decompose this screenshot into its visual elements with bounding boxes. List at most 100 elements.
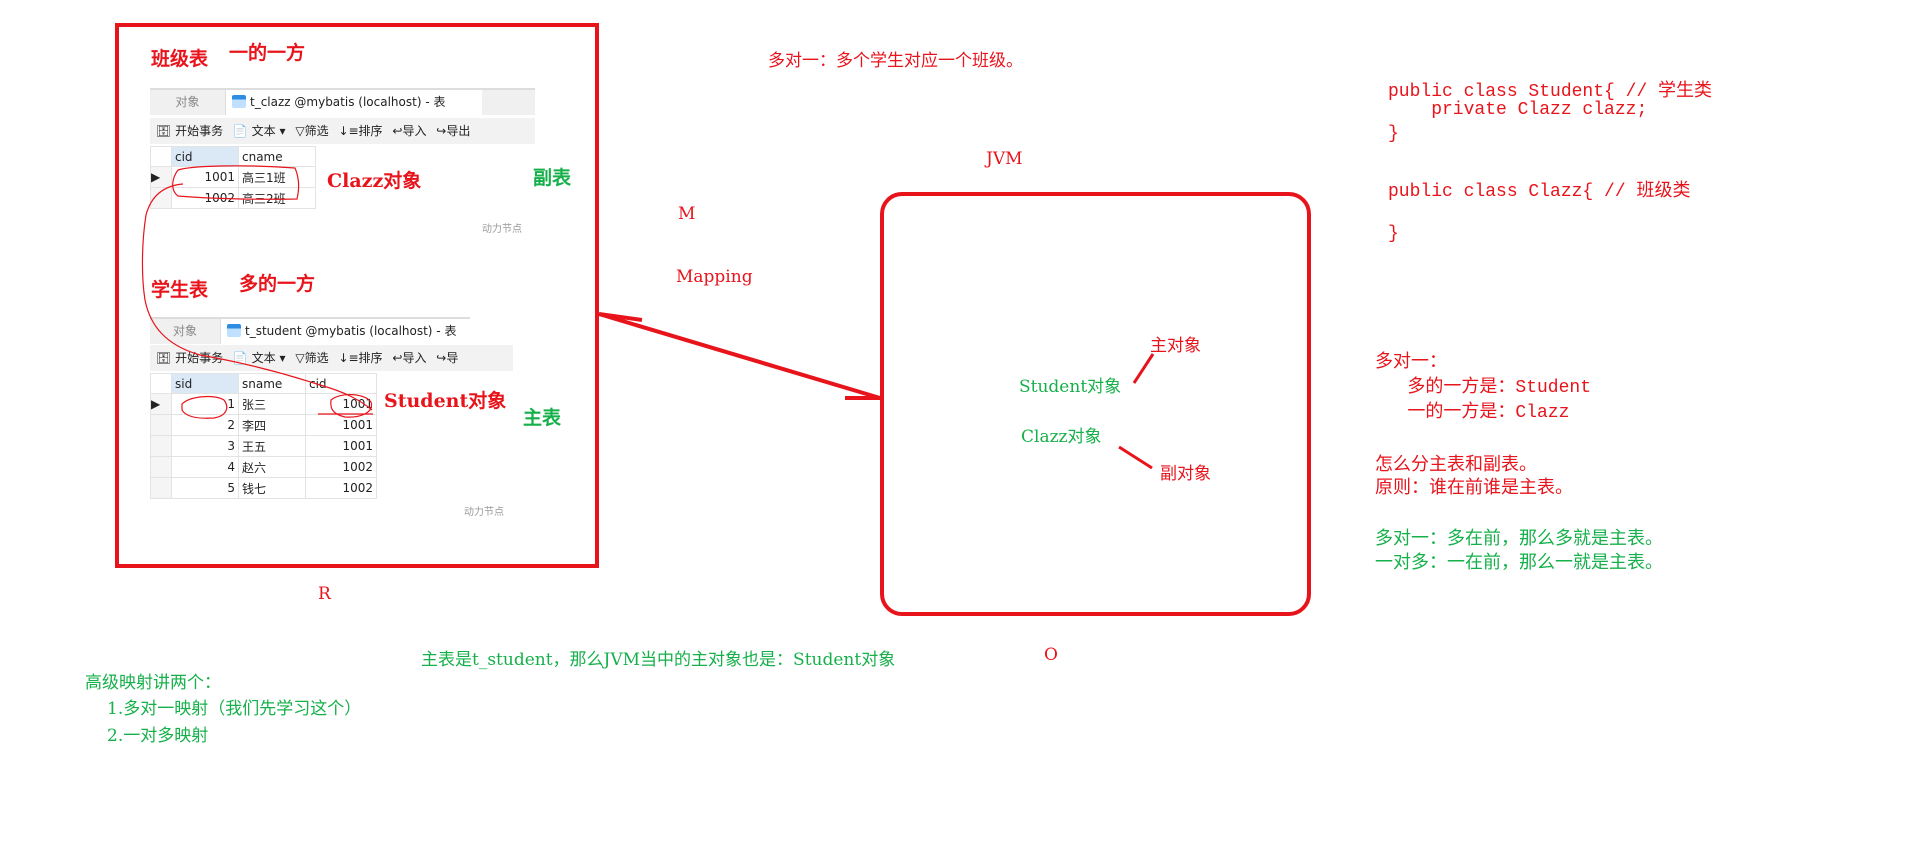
primary-note: 主表是t_student，那么JVM当中的主对象也是：Student对象 [421,650,896,670]
note-line: 多的一方是：Student [1375,378,1592,398]
student-object-node: Student对象 [1019,377,1122,397]
clazz-table-label: 班级表 [151,48,209,70]
clazz-table-window: 对象 t_clazz @mybatis (localhost) - 表 🗄 开始… [150,88,535,238]
cell[interactable]: 5 [171,477,239,499]
cell[interactable]: 3 [171,435,239,457]
cell[interactable]: 赵六 [238,456,306,478]
filter-button[interactable]: ▽筛选 [295,124,329,138]
code-line: public class Clazz{ // 班级类 [1388,182,1691,202]
tab-objects[interactable]: 对象 [150,90,226,115]
tab-title: t_clazz @mybatis (localhost) - 表 [250,95,446,109]
jvm-label: JVM [986,149,1023,169]
cell[interactable]: 4 [171,456,239,478]
relational-label: R [318,584,331,604]
watermark: 动力节点 [464,507,504,518]
cell[interactable]: 1002 [171,187,239,209]
mapping-label: Mapping [676,267,753,287]
sort-button[interactable]: ↓≡排序 [338,124,383,138]
note-line: 原则：谁在前谁是主表。 [1375,479,1573,499]
row-header[interactable] [150,456,172,478]
sort-button[interactable]: ↓≡排序 [338,351,383,365]
begin-transaction-button[interactable]: 🗄 开始事务 [156,351,224,365]
cell[interactable]: 1002 [305,456,377,478]
jvm-box [880,192,1311,616]
note-line: 一对多：一在前，那么一就是主表。 [1375,554,1663,574]
tab-title: t_student @mybatis (localhost) - 表 [245,324,457,338]
note-line: 多对一：多在前，那么多就是主表。 [1375,530,1663,550]
mapping-arrow [598,312,881,400]
cell[interactable]: 高三2班 [238,187,316,209]
begin-transaction-button[interactable]: 🗄 开始事务 [156,124,224,138]
column-header[interactable]: cname [238,146,316,167]
row-header[interactable] [150,414,172,436]
cell[interactable]: 高三1班 [238,166,316,188]
row-header[interactable] [150,435,172,457]
note-line: 一的一方是：Clazz [1375,403,1570,423]
cell[interactable]: 1 [171,393,239,415]
note-line: 多对一： [1375,353,1447,373]
m-label: M [678,204,696,224]
column-header[interactable]: sname [238,373,306,394]
cell[interactable]: 王五 [238,435,306,457]
cell[interactable]: 2 [171,414,239,436]
filter-button[interactable]: ▽筛选 [295,351,329,365]
tab-t-clazz[interactable]: t_clazz @mybatis (localhost) - 表 [226,90,482,115]
secondary-object-pointer [1118,445,1153,470]
column-header[interactable]: cid [305,373,377,394]
note-line: 怎么分主表和副表。 [1375,456,1537,476]
column-header[interactable]: cid [171,146,239,167]
table-icon [227,324,241,337]
cell[interactable]: 钱七 [238,477,306,499]
row-header[interactable]: ▶ [150,393,172,415]
cell[interactable]: 李四 [238,414,306,436]
export-button[interactable]: ↪导 [436,351,459,365]
code-line: private Clazz clazz; [1388,100,1648,120]
many-to-one-title: 多对一：多个学生对应一个班级。 [768,51,1023,71]
code-line: public class Student{ // 学生类 [1388,82,1713,102]
toolbar: 🗄 开始事务 📄 文本 ▾ ▽筛选 ↓≡排序 ↩导入 ↪导 [150,345,513,371]
export-button[interactable]: ↪导出 [436,124,471,138]
primary-object-label: 主对象 [1150,336,1201,356]
student-table-window: 对象 t_student @mybatis (localhost) - 表 🗄 … [150,317,513,522]
primary-table-label: 主表 [523,407,562,429]
tab-objects[interactable]: 对象 [150,319,221,344]
many-side-label: 多的一方 [239,273,316,295]
primary-object-pointer [1132,353,1155,384]
watermark: 动力节点 [482,224,522,235]
advanced-title: 高级映射讲两个： [85,673,221,693]
object-label: O [1044,645,1058,665]
code-line: } [1388,224,1399,244]
clazz-object-label: Clazz对象 [327,170,422,192]
text-button[interactable]: 📄 文本 ▾ [232,124,286,138]
cell[interactable]: 1002 [305,477,377,499]
secondary-object-label: 副对象 [1160,464,1211,484]
advanced-item: 2.一对多映射 [107,726,209,746]
secondary-table-label: 副表 [533,167,572,189]
clazz-object-node: Clazz对象 [1021,427,1102,447]
one-side-label: 一的一方 [229,42,306,64]
cell[interactable]: 张三 [238,393,306,415]
student-object-label: Student对象 [384,390,507,412]
advanced-item: 1.多对一映射（我们先学习这个） [107,699,362,719]
student-table-label: 学生表 [151,279,209,301]
column-header[interactable]: sid [171,373,239,394]
tab-t-student[interactable]: t_student @mybatis (localhost) - 表 [221,319,470,344]
cell[interactable]: 1001 [305,414,377,436]
toolbar: 🗄 开始事务 📄 文本 ▾ ▽筛选 ↓≡排序 ↩导入 ↪导出 [150,118,535,144]
row-header[interactable] [150,477,172,499]
cell[interactable]: 1001 [171,166,239,188]
cell[interactable]: 1001 [305,435,377,457]
import-button[interactable]: ↩导入 [392,124,427,138]
cell[interactable]: 1001 [305,393,377,415]
text-button[interactable]: 📄 文本 ▾ [232,351,286,365]
import-button[interactable]: ↩导入 [392,351,427,365]
